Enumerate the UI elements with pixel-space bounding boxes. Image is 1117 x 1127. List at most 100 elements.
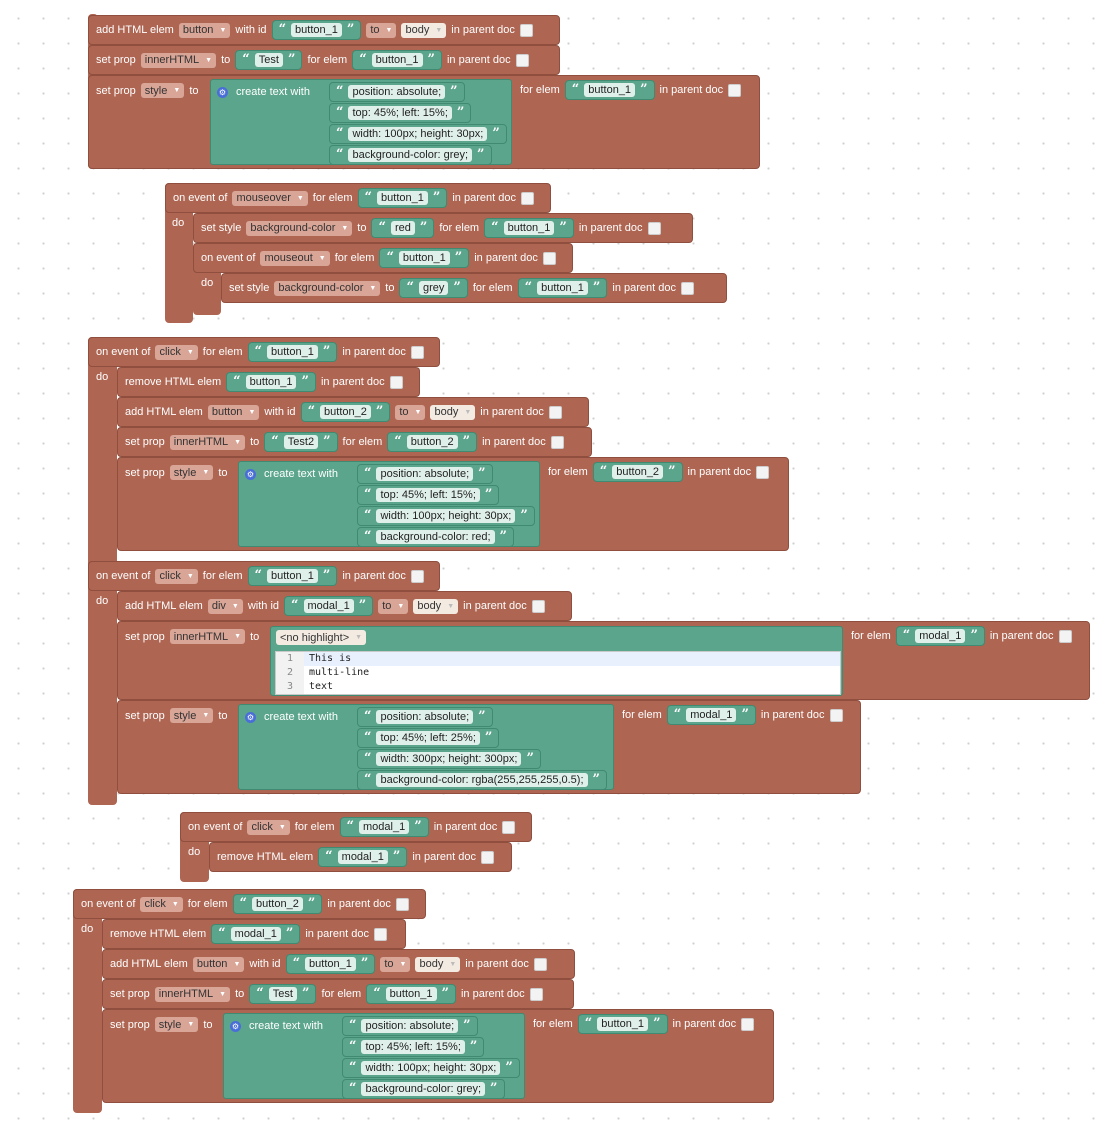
event-dropdown[interactable]: click▼	[247, 819, 290, 835]
prop-dropdown[interactable]: style▼	[169, 708, 214, 723]
text-block[interactable]: “Test”	[249, 984, 317, 1004]
on-event-block[interactable]: on event of click▼ for elem “button_2” i…	[73, 889, 426, 919]
text-block[interactable]: “position: absolute;”	[357, 464, 493, 484]
prop-dropdown[interactable]: innerHTML▼	[169, 629, 246, 644]
parent-doc-checkbox[interactable]	[389, 375, 403, 389]
text-block[interactable]: “Test”	[235, 50, 303, 70]
remove-html-elem-block[interactable]: remove HTML elem “modal_1” in parent doc	[209, 842, 512, 872]
parent-doc-checkbox[interactable]	[756, 465, 770, 479]
create-text-block[interactable]: ⚙create text with “position: absolute;” …	[210, 79, 512, 165]
text-block[interactable]: “button_1”	[517, 278, 608, 298]
text-block[interactable]: “top: 45%; left: 15%;”	[357, 485, 500, 505]
to-dropdown[interactable]: to▼	[366, 22, 397, 38]
parent-doc-checkbox[interactable]	[520, 191, 534, 205]
text-block[interactable]: “background-color: rgba(255,255,255,0.5)…	[357, 770, 607, 790]
text-block[interactable]: “modal_1”	[211, 924, 301, 944]
event-dropdown[interactable]: click▼	[155, 344, 198, 360]
add-html-elem-block[interactable]: add HTML elem button▼ with id “button_2”…	[117, 397, 589, 427]
text-block[interactable]: “position: absolute;”	[329, 82, 465, 102]
remove-html-elem-block[interactable]: remove HTML elem “modal_1” in parent doc	[102, 919, 406, 949]
parent-doc-checkbox[interactable]	[480, 850, 494, 864]
parent-doc-checkbox[interactable]	[502, 820, 516, 834]
text-block[interactable]: “width: 100px; height: 30px;”	[342, 1058, 520, 1078]
add-html-elem-block[interactable]: add HTML elem button▼ with id “button_1”…	[102, 949, 575, 979]
text-block[interactable]: “modal_1”	[666, 705, 756, 725]
text-block[interactable]: “button_1”	[226, 372, 316, 392]
text-block[interactable]: “button_2”	[232, 894, 323, 914]
create-text-block[interactable]: ⚙create text with “position: absolute;” …	[223, 1013, 525, 1099]
parent-doc-checkbox[interactable]	[531, 599, 545, 613]
add-html-elem-block[interactable]: add HTML elem button▼ with id “button_1”…	[88, 15, 560, 45]
elem-type-dropdown[interactable]: button▼	[207, 404, 260, 420]
parent-dropdown[interactable]: body▼	[401, 22, 447, 38]
text-block[interactable]: “button_1”	[247, 566, 338, 586]
text-block[interactable]: “button_2”	[300, 402, 391, 422]
parent-doc-checkbox[interactable]	[542, 251, 556, 265]
text-block[interactable]: “button_1”	[285, 954, 376, 974]
add-html-elem-block[interactable]: add HTML elem div▼ with id “modal_1” to▼…	[117, 591, 572, 621]
parent-doc-checkbox[interactable]	[395, 897, 409, 911]
elem-type-dropdown[interactable]: button▼	[178, 22, 231, 38]
gear-icon[interactable]: ⚙	[217, 86, 228, 98]
set-prop-block[interactable]: set prop innerHTML▼ to “Test” for elem “…	[88, 45, 560, 75]
parent-doc-checkbox[interactable]	[519, 23, 533, 37]
elem-type-dropdown[interactable]: button▼	[192, 956, 245, 972]
parent-doc-checkbox[interactable]	[533, 957, 547, 971]
create-text-block[interactable]: ⚙create text with “position: absolute;” …	[238, 461, 540, 547]
text-block[interactable]: “top: 45%; left: 15%;”	[342, 1037, 485, 1057]
text-block[interactable]: “button_2”	[387, 432, 478, 452]
text-block[interactable]: “width: 100px; height: 30px;”	[329, 124, 507, 144]
text-block[interactable]: “button_1”	[357, 188, 448, 208]
event-dropdown[interactable]: click▼	[140, 896, 183, 912]
text-block[interactable]: “modal_1”	[284, 596, 374, 616]
on-event-block[interactable]: on event of click▼ for elem “button_1” i…	[88, 561, 440, 591]
text-block[interactable]: “button_1”	[484, 218, 574, 238]
prop-dropdown[interactable]: style▼	[154, 1017, 199, 1032]
parent-doc-checkbox[interactable]	[741, 1017, 755, 1031]
parent-doc-checkbox[interactable]	[647, 221, 661, 235]
text-block[interactable]: “button_1”	[564, 80, 655, 100]
parent-doc-checkbox[interactable]	[550, 435, 564, 449]
to-dropdown[interactable]: to▼	[378, 598, 409, 614]
parent-dropdown[interactable]: body▼	[415, 956, 461, 972]
create-text-block[interactable]: ⚙create text with “position: absolute;” …	[238, 704, 614, 790]
text-block[interactable]: “top: 45%; left: 25%;”	[357, 728, 500, 748]
text-block[interactable]: “top: 45%; left: 15%;”	[329, 103, 472, 123]
text-block[interactable]: “background-color: grey;”	[329, 145, 492, 165]
on-event-block[interactable]: on event of mouseover▼ for elem “button_…	[165, 183, 551, 213]
set-prop-block[interactable]: set prop innerHTML▼ to “Test” for elem “…	[102, 979, 574, 1009]
gear-icon[interactable]: ⚙	[245, 711, 256, 723]
event-dropdown[interactable]: mouseout▼	[260, 250, 330, 266]
event-dropdown[interactable]: mouseover▼	[232, 190, 308, 206]
to-dropdown[interactable]: to▼	[380, 956, 411, 972]
remove-html-elem-block[interactable]: remove HTML elem “button_1” in parent do…	[117, 367, 420, 397]
highlight-dropdown[interactable]: <no highlight>▼	[276, 630, 367, 645]
text-block[interactable]: “background-color: grey;”	[342, 1079, 505, 1099]
gear-icon[interactable]: ⚙	[230, 1020, 241, 1032]
elem-type-dropdown[interactable]: div▼	[207, 598, 243, 614]
parent-doc-checkbox[interactable]	[1058, 629, 1072, 643]
prop-dropdown[interactable]: style▼	[169, 465, 214, 480]
parent-doc-checkbox[interactable]	[681, 281, 695, 295]
set-style-block[interactable]: set style background-color▼ to “red” for…	[193, 213, 693, 243]
text-block[interactable]: “width: 300px; height: 300px;”	[357, 749, 541, 769]
parent-doc-checkbox[interactable]	[410, 345, 424, 359]
gear-icon[interactable]: ⚙	[245, 468, 256, 480]
parent-doc-checkbox[interactable]	[548, 405, 562, 419]
style-dropdown[interactable]: background-color▼	[246, 220, 353, 236]
text-block[interactable]: “position: absolute;”	[357, 707, 493, 727]
prop-dropdown[interactable]: innerHTML▼	[169, 434, 246, 450]
text-block[interactable]: “button_1”	[577, 1014, 668, 1034]
parent-dropdown[interactable]: body▼	[413, 598, 459, 614]
event-dropdown[interactable]: click▼	[155, 568, 198, 584]
parent-doc-checkbox[interactable]	[728, 83, 742, 97]
text-block[interactable]: “modal_1”	[339, 817, 429, 837]
prop-dropdown[interactable]: innerHTML▼	[154, 986, 231, 1002]
text-block[interactable]: “button_1”	[366, 984, 456, 1004]
to-dropdown[interactable]: to▼	[395, 404, 426, 420]
parent-doc-checkbox[interactable]	[515, 53, 529, 67]
text-block[interactable]: “grey”	[399, 278, 468, 298]
set-prop-block[interactable]: set prop innerHTML▼ to “Test2” for elem …	[117, 427, 592, 457]
